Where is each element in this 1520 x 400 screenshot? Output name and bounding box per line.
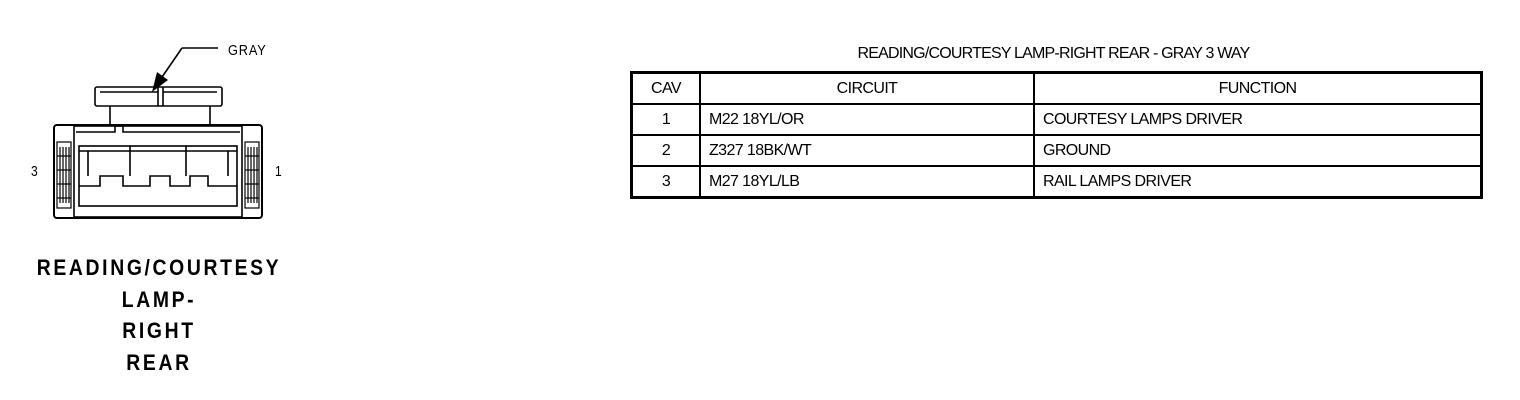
cell-cav: 2 xyxy=(630,134,701,167)
cell-circuit: M27 18YL/LB xyxy=(699,165,1035,199)
connector-name-line: READING/COURTESY xyxy=(36,255,282,280)
cell-function: GROUND xyxy=(1033,134,1483,167)
pin-number-right: 1 xyxy=(275,163,282,180)
gray-leader-arrow xyxy=(152,47,218,92)
header-cav: CAV xyxy=(630,71,701,105)
header-circuit: CIRCUIT xyxy=(699,71,1035,105)
cell-cav: 3 xyxy=(630,165,701,199)
left-ribs xyxy=(56,141,72,209)
cell-circuit: M22 18YL/OR xyxy=(699,103,1035,136)
connector-name: READING/COURTESY LAMP- RIGHT REAR xyxy=(0,252,318,378)
cell-cav: 1 xyxy=(630,103,701,136)
connector-name-line: LAMP- xyxy=(121,286,197,312)
cell-function: COURTESY LAMPS DRIVER xyxy=(1033,103,1483,136)
connector-latch xyxy=(94,86,223,126)
pin-number-left: 3 xyxy=(31,163,38,180)
table-header-row: CAV CIRCUIT FUNCTION xyxy=(630,71,1483,105)
table-row: 2 Z327 18BK/WT GROUND xyxy=(630,134,1483,167)
connector-color-label: GRAY xyxy=(228,42,267,59)
connector-name-line: RIGHT xyxy=(122,318,196,343)
pinout-table: CAV CIRCUIT FUNCTION 1 M22 18YL/OR COURT… xyxy=(630,71,1483,199)
pinout-table-title: READING/COURTESY LAMP-RIGHT REAR - GRAY … xyxy=(857,45,1251,62)
table-row: 1 M22 18YL/OR COURTESY LAMPS DRIVER xyxy=(630,103,1483,136)
connector-name-line: REAR xyxy=(126,349,192,375)
right-ribs xyxy=(244,141,260,209)
connector-body xyxy=(53,124,263,219)
header-function: FUNCTION xyxy=(1033,71,1483,105)
cell-function: RAIL LAMPS DRIVER xyxy=(1033,165,1483,199)
cavity-grid xyxy=(78,145,238,207)
table-row: 3 M27 18YL/LB RAIL LAMPS DRIVER xyxy=(630,165,1483,199)
connector-diagram xyxy=(53,47,263,219)
cell-circuit: Z327 18BK/WT xyxy=(699,134,1035,167)
